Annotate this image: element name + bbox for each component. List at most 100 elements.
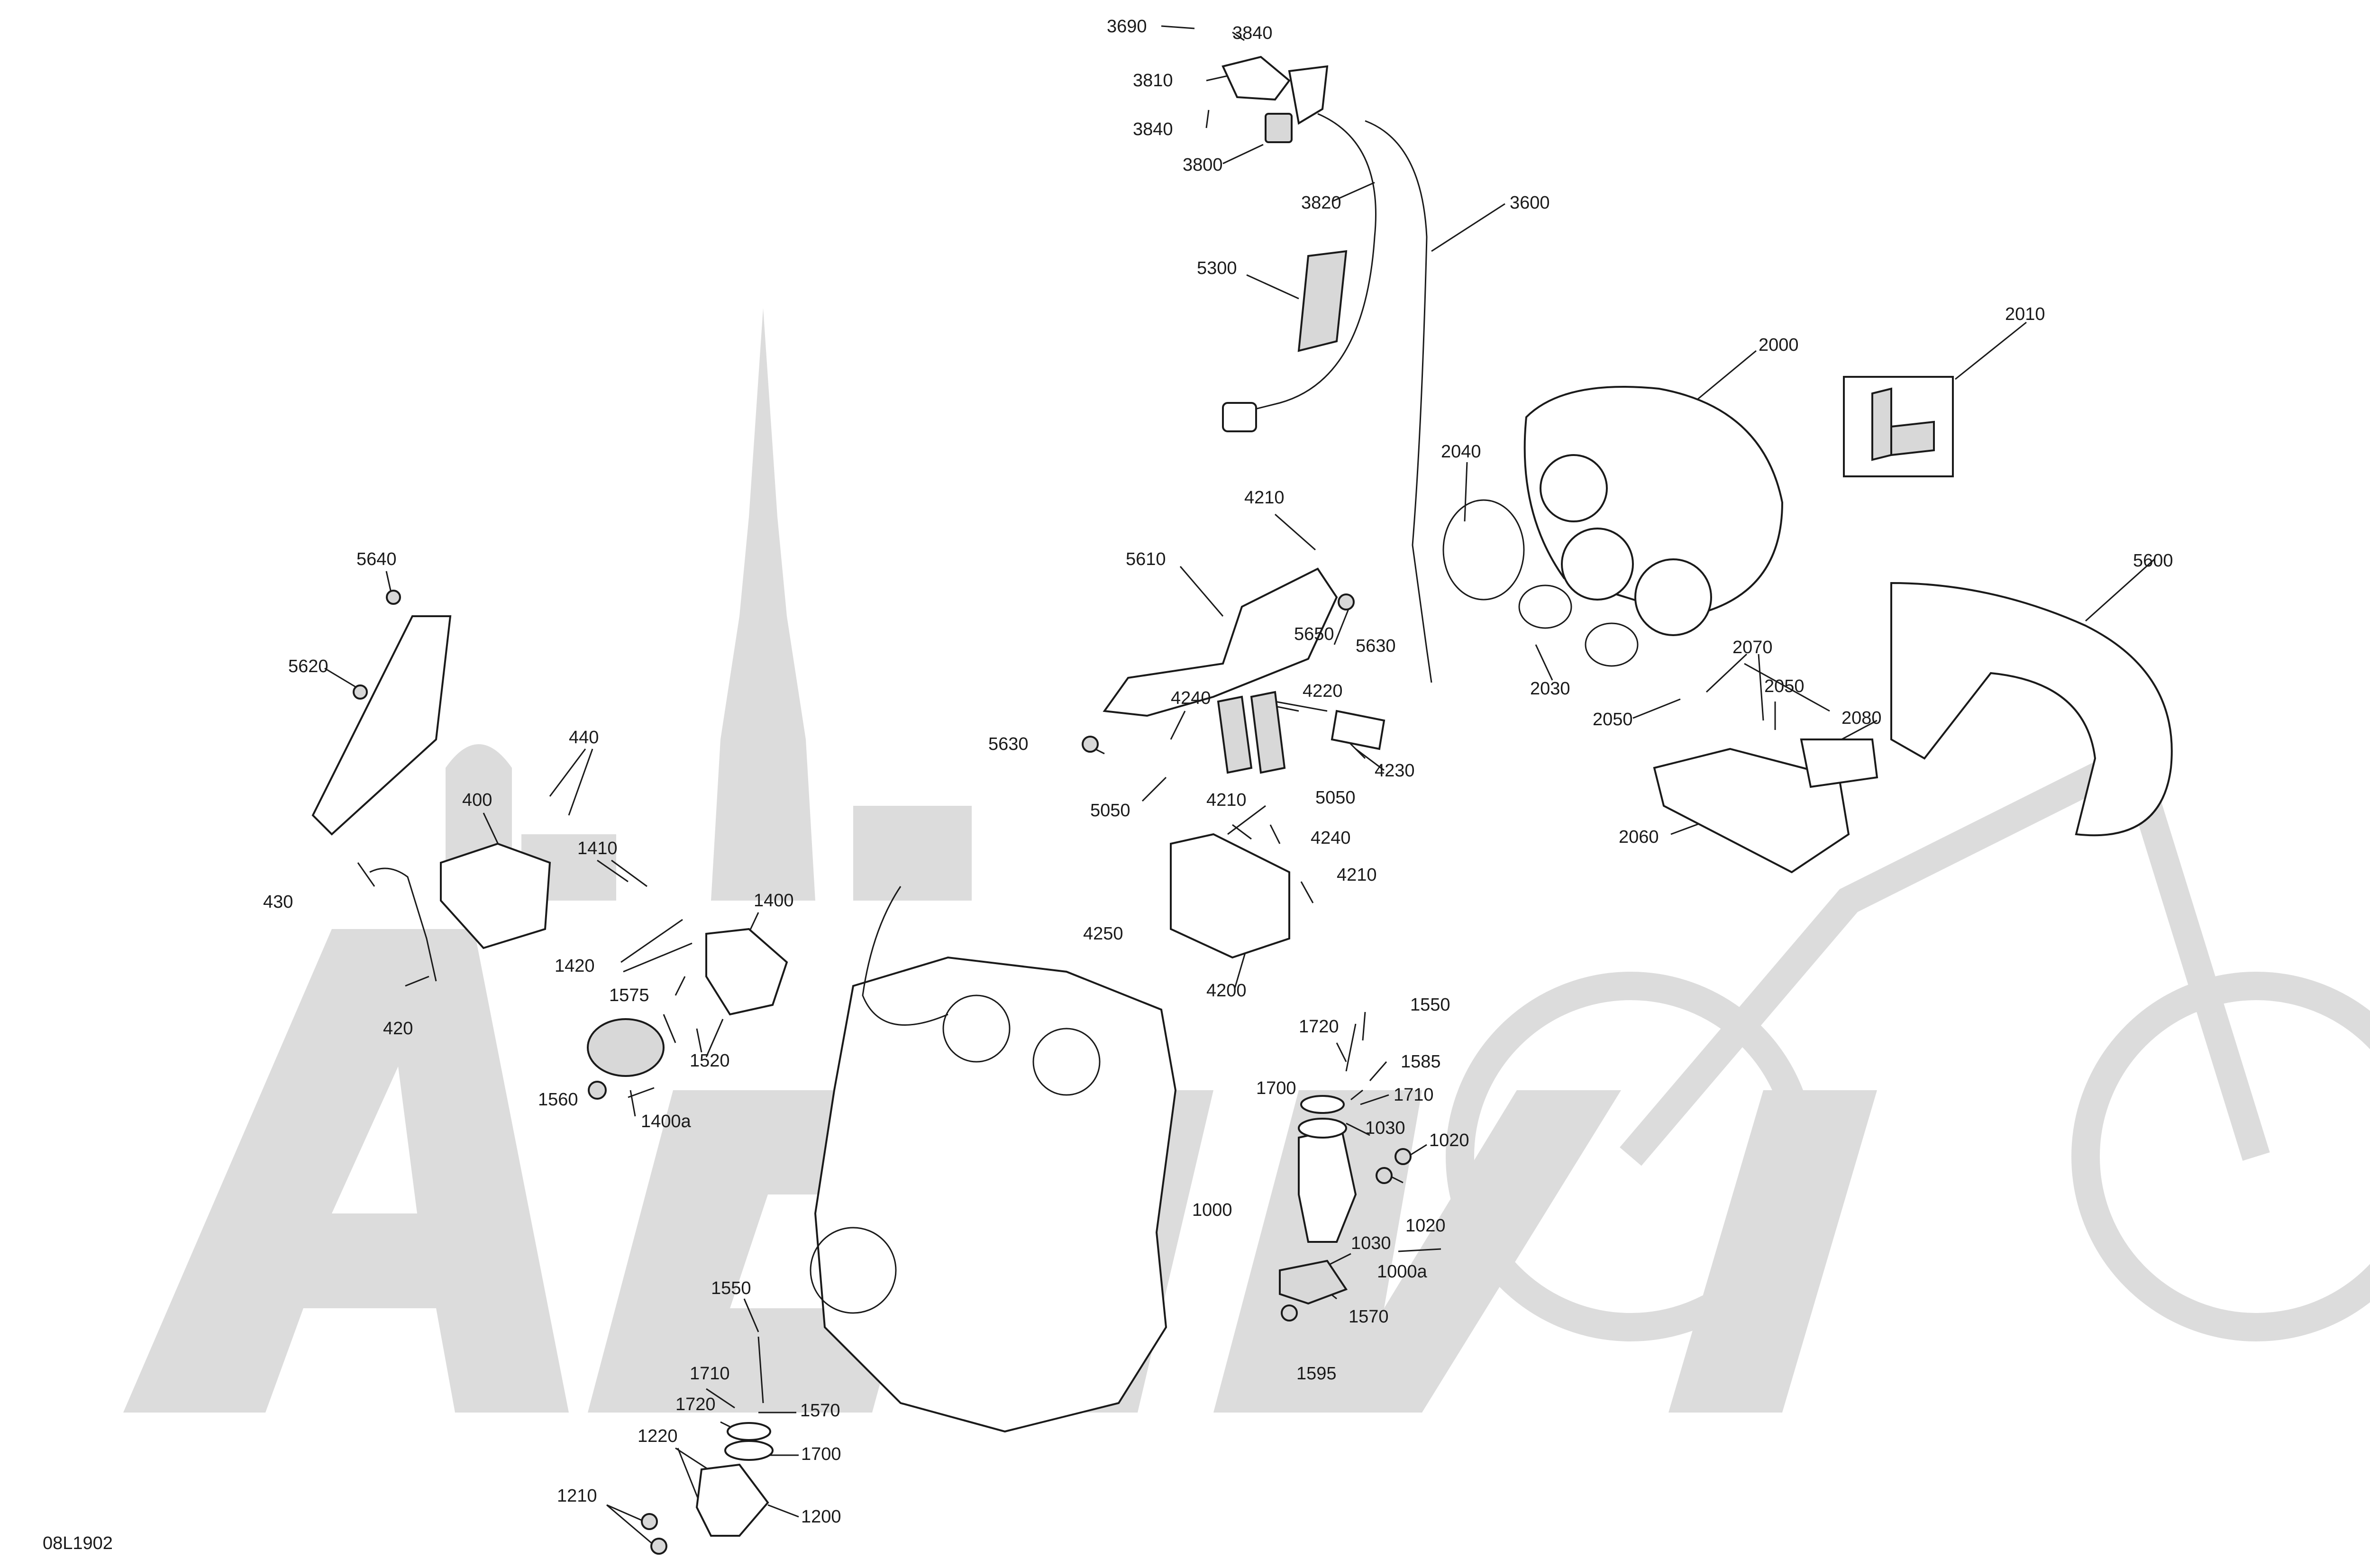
callout-3840: 3840 [1133, 119, 1173, 139]
callout-5050: 5050 [1090, 801, 1130, 820]
watermark-dome [446, 744, 972, 901]
nut-1595 [1281, 1304, 1298, 1322]
sensor-wire-430 [369, 867, 437, 982]
callout-5650: 5650 [1294, 624, 1334, 644]
bolt-1020b [1376, 1167, 1393, 1184]
callout-1710: 1710 [1394, 1085, 1434, 1105]
throttle-body-bracket [1221, 55, 1291, 101]
callout-1585: 1585 [1401, 1052, 1441, 1072]
callout-1420: 1420 [555, 956, 595, 976]
nut-1560 [588, 1081, 607, 1100]
callout-1570: 1570 [800, 1401, 840, 1421]
callout-1520: 1520 [690, 1051, 730, 1071]
leader-lines [324, 25, 2155, 1546]
throttle-lever [1288, 65, 1329, 125]
callout-2050: 2050 [1764, 676, 1805, 696]
screw-5630b [1082, 736, 1099, 753]
bracket-2080 [1800, 738, 1878, 788]
callout-5630: 5630 [988, 734, 1029, 754]
throttle-cable [1365, 120, 1432, 683]
rubber-mount-1000a [1279, 1259, 1348, 1305]
tag-4230 [1331, 710, 1386, 750]
callout-4240: 4240 [1311, 828, 1351, 848]
airbox-outlet-3 [1634, 558, 1712, 636]
callout-3840: 3840 [1232, 23, 1273, 43]
callout-1720: 1720 [675, 1395, 716, 1414]
callout-1700: 1700 [1256, 1078, 1296, 1098]
bolt-1210a [641, 1513, 658, 1530]
callout-2070: 2070 [1732, 638, 1773, 657]
callout-1020: 1020 [1429, 1130, 1469, 1150]
callout-400: 400 [462, 790, 492, 810]
callout-labels: 3690 3840 3810 3840 3800 3820 3600 5300 … [263, 17, 2173, 1527]
callout-1550: 1550 [711, 1278, 751, 1298]
engine-cylinder-2 [1032, 1028, 1101, 1096]
callout-1030: 1030 [1365, 1118, 1405, 1138]
clamp-block [1265, 113, 1293, 143]
callout-2040: 2040 [1441, 442, 1481, 462]
callout-5620: 5620 [288, 656, 328, 676]
callout-5630: 5630 [1356, 636, 1396, 656]
engine-bracket-1200 [695, 1463, 769, 1537]
cover-5610 [1103, 567, 1338, 717]
callout-1400a: 1400a [641, 1112, 692, 1131]
callout-2000: 2000 [1759, 335, 1799, 355]
callout-5050: 5050 [1315, 788, 1356, 808]
throttle-sensor [1297, 250, 1348, 352]
callout-4240: 4240 [1171, 688, 1211, 708]
callout-4210: 4210 [1244, 488, 1285, 508]
washer-1700a [1298, 1118, 1347, 1139]
callout-420: 420 [383, 1019, 413, 1039]
callout-1220: 1220 [638, 1426, 678, 1446]
mounting-plate [1653, 748, 1850, 874]
callout-4220: 4220 [1303, 681, 1343, 701]
relay-4220b [1250, 691, 1286, 774]
callout-1210: 1210 [557, 1486, 597, 1506]
callout-3810: 3810 [1133, 71, 1173, 91]
watermark-wheel-right [2071, 972, 2370, 1341]
callout-1410: 1410 [577, 839, 618, 858]
callout-1200: 1200 [801, 1507, 841, 1527]
callout-1550: 1550 [1410, 995, 1450, 1015]
callout-2080: 2080 [1841, 708, 1882, 728]
callout-1710: 1710 [690, 1364, 730, 1384]
relay-4220a [1217, 695, 1253, 774]
regulator-400 [440, 842, 551, 949]
callout-5300: 5300 [1197, 258, 1237, 278]
clip-2010 [1871, 387, 1935, 461]
bolt-1550a [1345, 1023, 1357, 1072]
ecu-module [1170, 833, 1290, 959]
callout-1595: 1595 [1296, 1364, 1337, 1384]
callout-1700: 1700 [801, 1444, 841, 1464]
callout-4250: 4250 [1083, 924, 1123, 944]
callout-430: 430 [263, 892, 293, 912]
callout-2030: 2030 [1530, 679, 1570, 699]
engine-mount-1400 [705, 928, 788, 1016]
bolt-1550b [757, 1336, 764, 1404]
washer-1700b [724, 1440, 774, 1461]
diagram-code: 08L1902 [43, 1533, 113, 1553]
callout-440: 440 [569, 728, 599, 748]
engine-hose [862, 886, 948, 1026]
callout-1575: 1575 [609, 985, 649, 1005]
callout-1560: 1560 [538, 1090, 578, 1110]
watermark-brand-lettering [123, 929, 1877, 1413]
bolt-1020a [1395, 1148, 1412, 1165]
callout-3800: 3800 [1183, 155, 1223, 175]
callout-1720: 1720 [1299, 1017, 1339, 1037]
callout-4200: 4200 [1206, 981, 1247, 1001]
callout-5640: 5640 [356, 549, 397, 569]
callout-4210: 4210 [1206, 790, 1247, 810]
callout-4210: 4210 [1337, 865, 1377, 885]
side-panel-5620 [311, 615, 452, 836]
engine-output [810, 1227, 897, 1314]
rubber-mount-1400a [587, 1018, 665, 1077]
screw-5640 [386, 590, 401, 605]
callout-1570: 1570 [1349, 1307, 1389, 1327]
clamp-2040 [1442, 499, 1525, 601]
screw-5630a [1338, 593, 1355, 611]
sensor-connector [1222, 402, 1257, 432]
engine-cylinder-1 [942, 994, 1011, 1063]
airbox-outlet-1 [1540, 454, 1608, 522]
